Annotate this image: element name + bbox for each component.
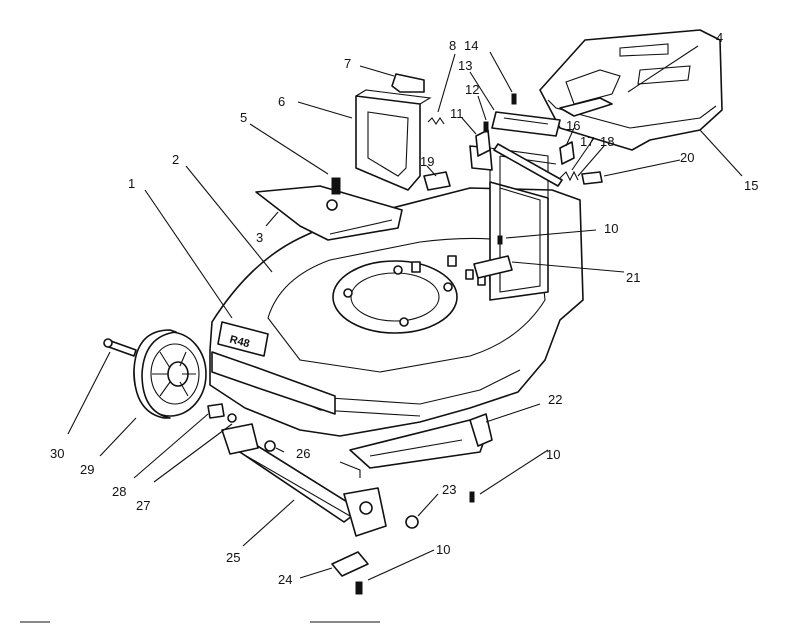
callout-10a: 10 [604,221,618,236]
callout-2: 2 [172,152,179,167]
callout-8: 8 [449,38,456,53]
callout-3: 3 [256,230,263,245]
front-axle [221,423,419,577]
callout-13: 13 [458,58,472,73]
callout-18: 18 [600,134,614,149]
callout-10b: 10 [546,447,560,462]
callout-24: 24 [278,572,292,587]
callout-15: 15 [744,178,758,193]
callout-30: 30 [50,446,64,461]
callout-14: 14 [464,38,478,53]
callout-23: 23 [442,482,456,497]
chute-door [355,89,432,191]
wheel-spacer [207,403,237,423]
deflector-plate [255,185,403,241]
callout-16: 16 [566,118,580,133]
callout-5: 5 [240,110,247,125]
callout-26: 26 [296,446,310,461]
callout-25: 25 [226,550,240,565]
callout-21: 21 [626,270,640,285]
callout-19: 19 [420,154,434,169]
cover-flap [559,97,613,117]
callout-28: 28 [112,484,126,499]
callout-12: 12 [465,82,479,97]
callout-labels: 1 2 3 4 5 6 7 8 10 10 10 11 12 13 14 15 … [50,30,758,587]
callout-11: 11 [450,106,464,121]
callout-27: 27 [136,498,150,513]
callout-1: 1 [128,176,135,191]
wheel-bolt [103,338,137,357]
callout-10c: 10 [436,542,450,557]
callout-7: 7 [344,56,351,71]
wheel [133,329,207,419]
callout-29: 29 [80,462,94,477]
spring [427,117,445,125]
callout-4: 4 [716,30,723,45]
callout-17: 17 [580,134,594,149]
callout-6: 6 [278,94,285,109]
door-handle [391,73,425,93]
callout-22: 22 [548,392,562,407]
hardware [331,93,517,595]
deck-decal: R48 [228,334,251,351]
callout-20: 20 [680,150,694,165]
latch [491,111,561,137]
leader-lines [67,45,743,581]
